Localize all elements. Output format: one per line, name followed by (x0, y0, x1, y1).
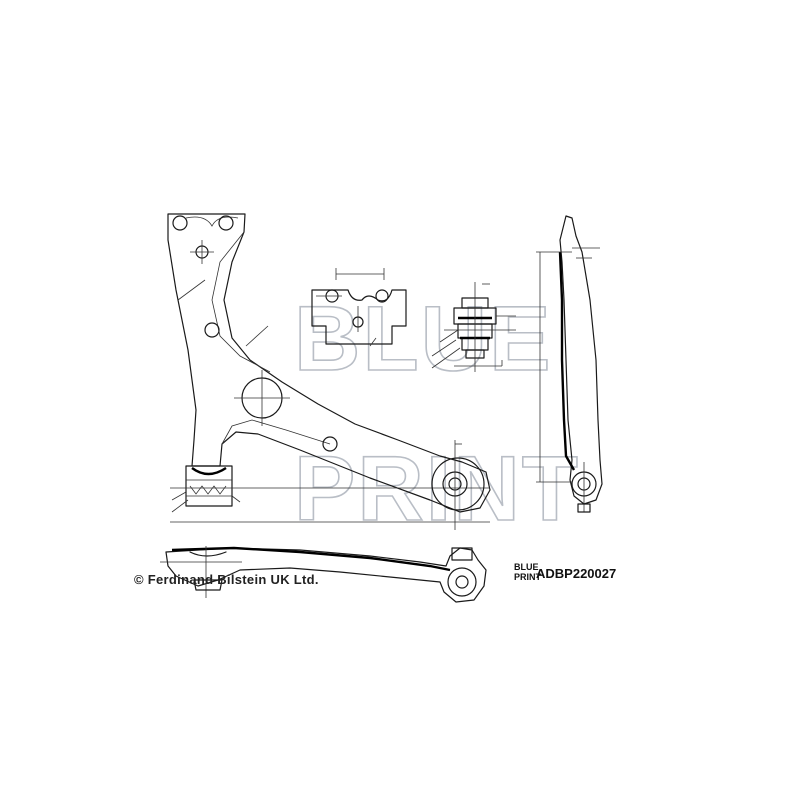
section-detail (311, 268, 407, 347)
logo-line2: PRINT (514, 572, 541, 582)
bushing-section (431, 282, 516, 372)
brand-logo: BLUE PRINT (514, 562, 541, 584)
control-arm-front-view (167, 213, 491, 530)
watermark-line2: PRINT (294, 438, 580, 540)
copyright-notice: © Ferdinand Bilstein UK Ltd. (134, 572, 319, 587)
control-arm-bottom-view (160, 546, 487, 603)
part-number: ADBP220027 (536, 566, 617, 581)
logo-line1: BLUE (514, 562, 539, 572)
watermark-line1: BLUE (294, 288, 552, 390)
control-arm-side-view (536, 215, 603, 513)
